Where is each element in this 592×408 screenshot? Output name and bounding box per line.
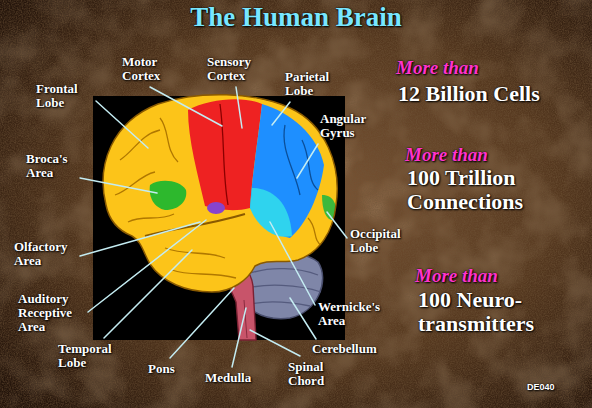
leader-line [290, 298, 316, 339]
stat-number: 12 Billion Cells [398, 82, 583, 106]
part-label: Temporal Lobe [58, 342, 112, 370]
gyrus-line [120, 130, 160, 160]
part-label: Broca's Area [26, 152, 68, 180]
gyrus-line [220, 104, 228, 205]
diagram-title: The Human Brain [0, 3, 592, 33]
leader-line [88, 220, 206, 312]
gyrus-line [165, 248, 225, 258]
part-label: Wernicke's Area [318, 300, 380, 328]
part-label: Pons [148, 362, 175, 376]
part-label: Spinal Chord [288, 360, 324, 388]
leader-line [232, 308, 246, 367]
stat-number: 100 Trillion Connections [407, 166, 582, 214]
leader-line [104, 250, 192, 338]
cerebellum-fold [245, 269, 318, 275]
stat-number: 100 Neuro-transmitters [418, 288, 583, 336]
leader-line [236, 87, 242, 128]
figure-code: DE040 [527, 383, 555, 393]
leader-line [270, 222, 315, 305]
part-label: Motor Cortex [122, 55, 160, 83]
part-label: Angular Gyrus [320, 112, 366, 140]
part-label: Frontal Lobe [36, 82, 78, 110]
leader-line [150, 87, 222, 126]
gyrus-line [284, 125, 300, 195]
part-label: Sensory Cortex [207, 55, 251, 83]
brainstem-line [244, 300, 247, 338]
leader-line [327, 212, 347, 238]
part-label: Occipital Lobe [350, 227, 401, 255]
part-label: Parietal Lobe [285, 70, 329, 98]
cerebellum-fold [247, 302, 310, 306]
leader-line [272, 102, 290, 125]
leader-line [250, 330, 300, 356]
gyrus-line [128, 214, 174, 222]
part-label: Olfactory Area [14, 240, 67, 268]
gyrus-line [172, 270, 236, 278]
leader-line [170, 288, 234, 358]
leader-line [297, 144, 318, 178]
broca-region [150, 181, 187, 210]
gyrus-line [308, 218, 322, 246]
leader-line [96, 101, 148, 148]
part-label: Auditory Receptive Area [18, 292, 72, 333]
stat-qualifier: More than [415, 266, 498, 287]
part-label: Cerebellum [312, 342, 377, 356]
leader-line [80, 178, 157, 193]
stat-qualifier: More than [396, 58, 479, 79]
auditory-region [207, 202, 225, 214]
part-label: Medulla [205, 371, 251, 385]
motor-sensory-region [188, 99, 262, 210]
leader-lines [80, 87, 347, 367]
gyrus-line [160, 118, 178, 162]
stat-qualifier: More than [405, 145, 488, 166]
wernicke-region [250, 188, 292, 237]
